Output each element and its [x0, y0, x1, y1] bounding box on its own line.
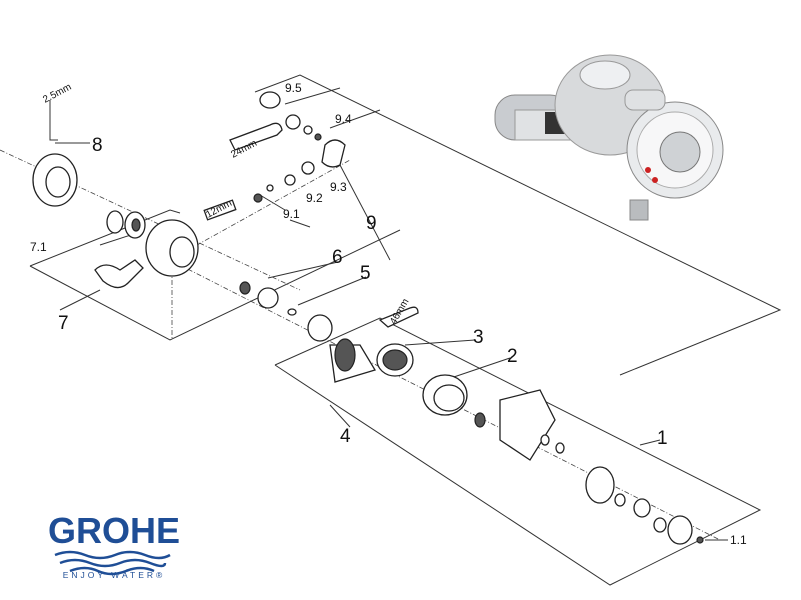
- part-label-5: 5: [360, 263, 371, 284]
- part-label-1: 1: [657, 428, 668, 449]
- leader-lines: [29, 74, 782, 586]
- part-label-3: 3: [473, 327, 484, 348]
- part-label-9-2: 9.2: [306, 191, 323, 205]
- part-label-7: 7: [58, 313, 69, 334]
- tool-label-hex-key: 2.5mm: [41, 82, 73, 106]
- grohe-waves: [54, 550, 171, 576]
- part-label-9-3: 9.3: [330, 180, 347, 194]
- part-label-1-1: 1.1: [730, 533, 747, 547]
- product-photo: [494, 54, 724, 221]
- parts: [32, 91, 704, 545]
- part-label-2: 2: [507, 346, 518, 367]
- part-label-9-5: 9.5: [285, 81, 302, 95]
- part-label-7-1: 7.1: [30, 240, 47, 254]
- logo-tagline: ENJOY WATER®: [62, 570, 166, 580]
- grohe-logo: GROHE ENJOY WATER®: [44, 512, 184, 598]
- part-label-6: 6: [332, 247, 343, 268]
- tool-label-12mm: 12mm: [204, 198, 234, 221]
- part-label-9-1: 9.1: [283, 207, 300, 221]
- part-label-9-4: 9.4: [335, 112, 352, 126]
- part-label-9: 9: [366, 213, 377, 234]
- logo-wordmark: GROHE: [47, 510, 180, 551]
- part-label-8: 8: [92, 135, 103, 156]
- part-label-4: 4: [340, 426, 351, 447]
